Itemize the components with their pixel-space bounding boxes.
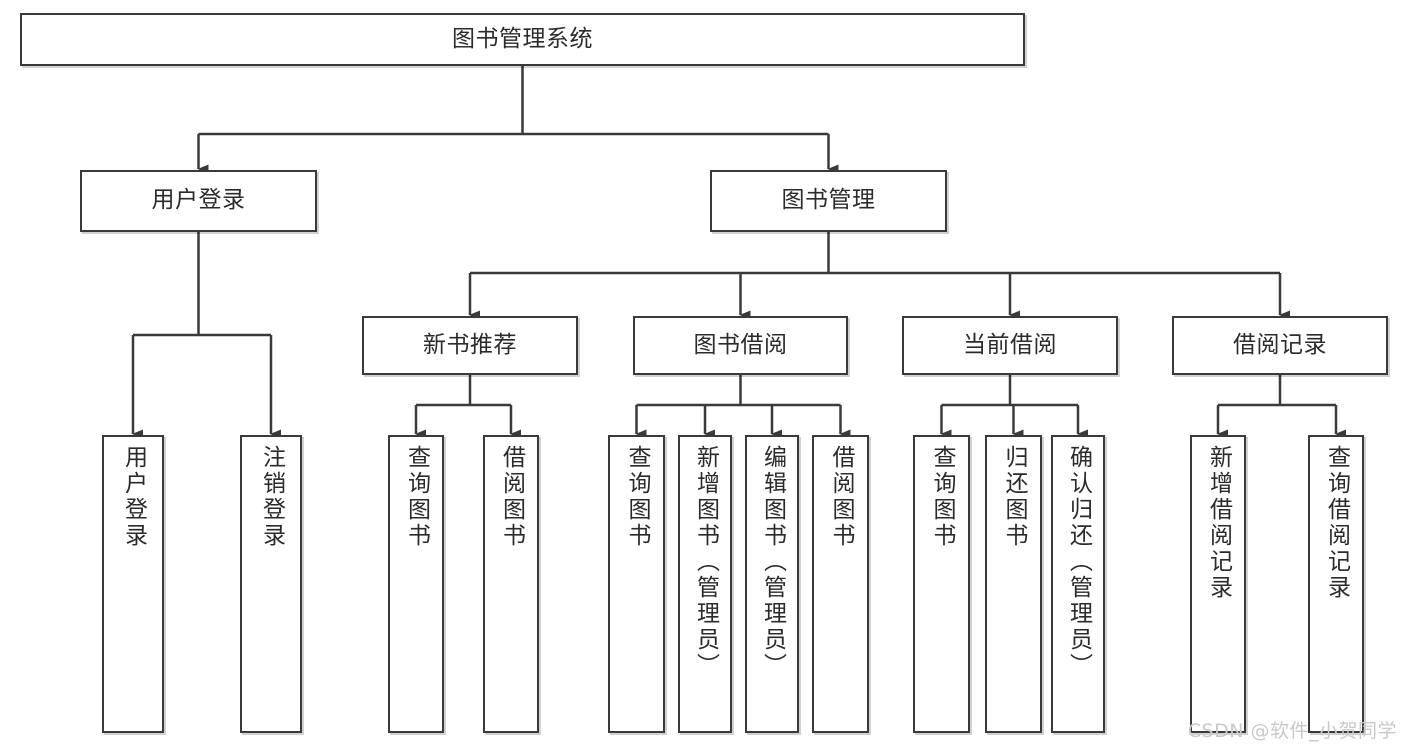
- node-leaf-confirm-return-label: 确认归还（管理员）: [1065, 445, 1092, 679]
- node-book-manage-label: 图书管理: [781, 187, 876, 214]
- node-leaf-return-book[interactable]: 归还图书: [985, 435, 1042, 733]
- node-leaf-borrow-book-b[interactable]: 借阅图书: [812, 435, 869, 733]
- node-book-borrow-label: 图书借阅: [693, 331, 788, 358]
- node-new-book-recommend[interactable]: 新书推荐: [362, 316, 578, 375]
- node-leaf-logout[interactable]: 注销登录: [240, 435, 302, 733]
- node-leaf-query-book-c[interactable]: 查询图书: [913, 435, 970, 733]
- node-leaf-return-book-label: 归还图书: [1001, 445, 1027, 549]
- node-root-label: 图书管理系统: [452, 25, 593, 52]
- node-leaf-user-login[interactable]: 用户登录: [102, 435, 164, 733]
- node-leaf-query-book-a[interactable]: 查询图书: [388, 435, 444, 733]
- node-leaf-borrow-book-a[interactable]: 借阅图书: [483, 435, 539, 733]
- node-new-book-recommend-label: 新书推荐: [423, 331, 517, 358]
- node-leaf-borrow-book-a-label: 借阅图书: [498, 445, 525, 549]
- node-leaf-user-login-label: 用户登录: [120, 445, 147, 549]
- node-leaf-edit-book-label: 编辑图书（管理员）: [759, 445, 786, 679]
- node-leaf-add-record-label: 新增借阅记录: [1205, 445, 1232, 601]
- node-book-manage[interactable]: 图书管理: [710, 170, 947, 232]
- node-leaf-query-book-b[interactable]: 查询图书: [608, 435, 665, 733]
- node-leaf-query-record[interactable]: 查询借阅记录: [1308, 435, 1364, 733]
- node-leaf-query-book-c-label: 查询图书: [929, 445, 955, 549]
- node-root[interactable]: 图书管理系统: [20, 13, 1025, 66]
- csdn-watermark: CSDN @软件_小贺同学: [1187, 720, 1397, 742]
- node-current-borrow-label: 当前借阅: [963, 331, 1057, 358]
- node-leaf-borrow-book-b-label: 借阅图书: [828, 445, 854, 549]
- node-leaf-query-book-b-label: 查询图书: [624, 445, 650, 549]
- node-leaf-query-book-a-label: 查询图书: [403, 445, 430, 549]
- node-borrow-record-label: 借阅记录: [1233, 331, 1327, 358]
- node-user-login-label: 用户登录: [151, 187, 246, 214]
- node-leaf-query-record-label: 查询借阅记录: [1323, 445, 1350, 601]
- node-current-borrow[interactable]: 当前借阅: [902, 316, 1118, 375]
- node-leaf-edit-book[interactable]: 编辑图书（管理员）: [745, 435, 799, 733]
- node-leaf-add-book-label: 新增图书（管理员）: [692, 445, 719, 679]
- node-leaf-logout-label: 注销登录: [258, 445, 285, 549]
- node-leaf-add-record[interactable]: 新增借阅记录: [1190, 435, 1246, 733]
- node-user-login[interactable]: 用户登录: [80, 170, 317, 232]
- node-leaf-confirm-return[interactable]: 确认归还（管理员）: [1051, 435, 1105, 733]
- node-book-borrow[interactable]: 图书借阅: [633, 316, 848, 375]
- node-leaf-add-book[interactable]: 新增图书（管理员）: [678, 435, 732, 733]
- node-borrow-record[interactable]: 借阅记录: [1172, 316, 1388, 375]
